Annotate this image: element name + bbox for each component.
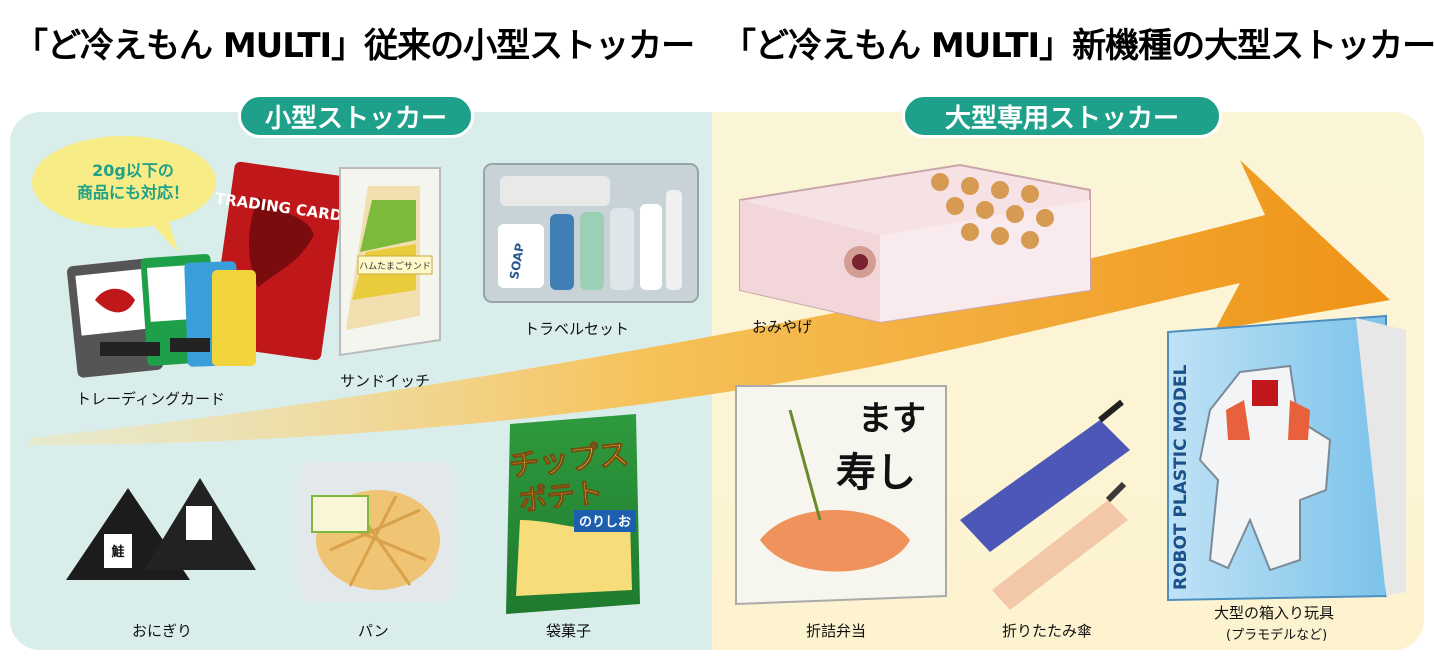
bubble-line-1: 20g以下の [92,161,174,180]
travel-set-icon [483,163,699,303]
caption-snack: 袋菓子 [546,622,592,640]
onigiri-label: 鮭 [110,544,124,560]
melon-pan-icon [298,462,456,602]
folding-umbrella-icon [960,399,1130,610]
caption-trading-card: トレーディングカード [76,390,225,408]
bubble-text: 20g以下の 商品にも対応！ [58,160,208,204]
caption-bread: パン [358,622,389,640]
small-stocker-label: 小型ストッカー [238,94,474,138]
trading-cards-icon [66,253,256,378]
souvenir-box-icon [739,163,1091,324]
caption-toy: 大型の箱入り玩具 [1214,604,1335,622]
bento-box-icon [735,385,947,606]
bubble-line-2: 商品にも対応！ [76,183,189,202]
chip-bag-flavor: のりしお [579,515,631,530]
large-stocker-label: 大型専用ストッカー [902,94,1222,138]
caption-toy-sub: (プラモデルなど) [1226,628,1328,643]
caption-onigiri: おにぎり [132,622,193,640]
caption-umbrella: 折りたたみ傘 [1002,622,1093,640]
chip-bag-icon [506,414,640,614]
robot-box-label: ROBOT PLASTIC MODEL [1171,364,1191,590]
sandwich-icon [339,167,441,357]
onigiri-icon [66,478,256,580]
headline-large-stocker: 「ど冷えもん MULTI」新機種の大型ストッカー [722,26,1434,66]
growth-arrow-icon [30,160,1390,445]
caption-sandwich: サンドイッチ [340,372,431,390]
speech-bubble-icon [32,136,216,252]
bento-text-2: 寿し [836,449,916,496]
robot-model-box-icon [1167,314,1406,602]
caption-travel-set: トラベルセット [524,320,630,338]
caption-bento: 折詰弁当 [806,622,867,640]
sandwich-label: ハムたまごサンド [359,260,431,272]
soap-label: SOAP [507,242,527,281]
bento-text-1: ます [858,399,926,439]
caption-omiyage: おみやげ [752,318,813,336]
headline-small-stocker: 「ど冷えもん MULTI」従来の小型ストッカー [14,26,695,66]
